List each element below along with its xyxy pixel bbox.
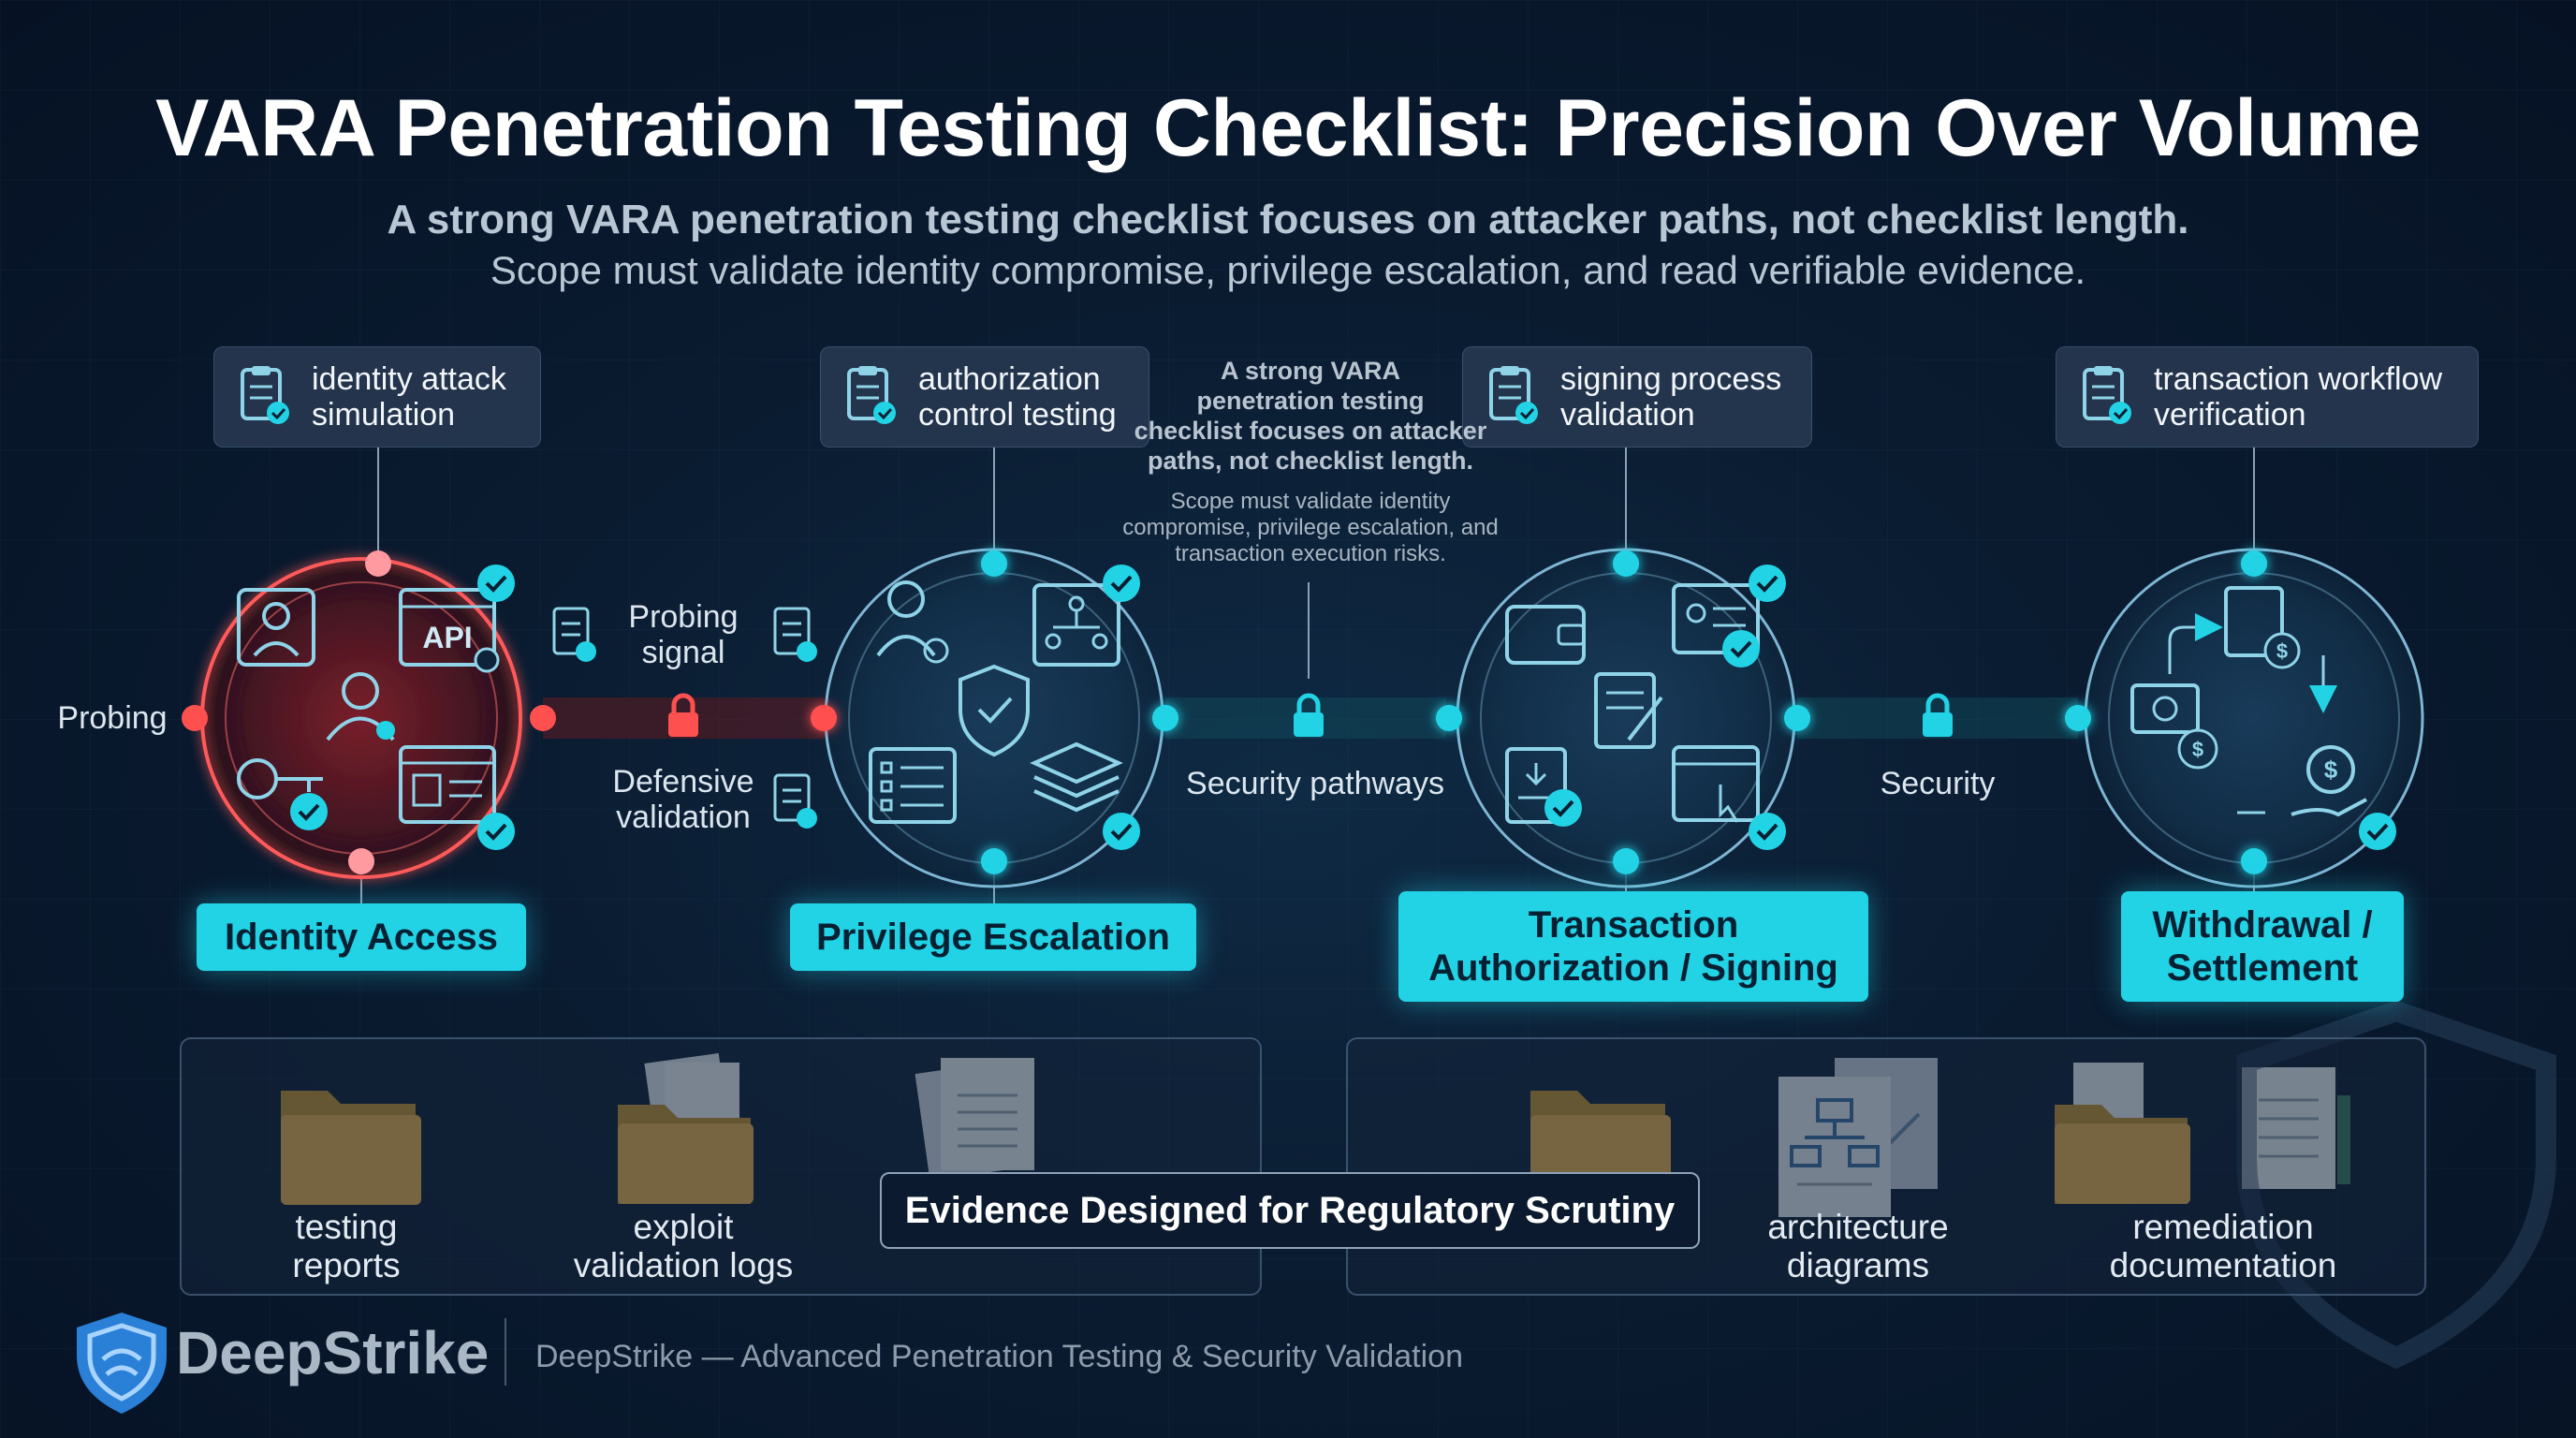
hand-coin-icon: $ (2291, 745, 2367, 817)
stage-label-privilege-escalation: Privilege Escalation (790, 903, 1196, 971)
check-badge-icon (1722, 630, 1760, 668)
check-badge-icon (477, 813, 515, 850)
evidence-label-exploit-validation-logs: exploit validation logs (573, 1208, 794, 1284)
api-icon: API (399, 588, 500, 673)
stage-label-withdrawal-settlement: Withdrawal / Settlement (2121, 891, 2404, 1002)
defensive-validation-label: Defensive validation (612, 764, 754, 835)
security-pathways-label: Security pathways (1186, 766, 1444, 801)
check-badge-icon (477, 565, 515, 602)
hierarchy-icon (1032, 583, 1120, 667)
footer-tagline: DeepStrike — Advanced Penetration Testin… (535, 1339, 1463, 1374)
key-icon (237, 758, 323, 800)
clipboard-check-icon (239, 364, 291, 431)
check-badge-icon (1749, 565, 1786, 602)
stage-circle-withdrawal-settlement: $ $ $ (2065, 548, 2424, 888)
svg-text:$: $ (2276, 639, 2288, 663)
callout-label: authorization control testing (918, 361, 1117, 433)
callout-transaction-workflow-verification: transaction workflow verification (2056, 346, 2479, 448)
cycle-arrows-icon (2168, 613, 2337, 814)
layers-icon (1030, 741, 1123, 813)
shield-check-icon (959, 664, 1030, 757)
signed-document-icon (1594, 672, 1663, 749)
evidence-label-remediation-documentation: remediation documentation (2109, 1208, 2337, 1284)
callout-label: signing process validation (1560, 361, 1782, 433)
security-label: Security (1880, 766, 1996, 801)
evidence-banner: Evidence Designed for Regulatory Scrutin… (880, 1172, 1700, 1249)
wallet-icon (1505, 605, 1586, 665)
click-window-icon (1672, 745, 1760, 823)
callout-label: transaction workflow verification (2154, 361, 2443, 433)
brand-name: DeepStrike (176, 1319, 490, 1387)
checklist-icon (869, 747, 957, 824)
check-badge-icon (1544, 789, 1582, 827)
svg-text:API: API (422, 621, 472, 654)
evidence-label-testing-reports: testing reports (292, 1208, 401, 1284)
stage-circle-identity-access: API (182, 550, 556, 879)
callout-label: identity attack simulation (312, 361, 506, 433)
user-check-icon (876, 580, 949, 664)
callout-identity-attack-simulation: identity attack simulation (213, 346, 541, 448)
evidence-panel-right (1346, 1037, 2426, 1296)
check-badge-icon (1749, 813, 1786, 850)
check-badge-icon (2359, 813, 2396, 850)
probing-label: Probing (57, 700, 168, 736)
clipboard-check-icon (845, 364, 898, 431)
user-card-icon (237, 588, 315, 667)
page-subtitle: Scope must validate identity compromise,… (490, 248, 2086, 292)
check-badge-icon (290, 793, 328, 830)
deepstrike-logo-icon (77, 1313, 167, 1414)
clipboard-check-icon (552, 607, 596, 662)
cash-stack-icon: $ (2130, 683, 2218, 770)
evidence-label-architecture-diagrams: architecture diagrams (1767, 1208, 1949, 1284)
page-title: VARA Penetration Testing Checklist: Prec… (155, 83, 2421, 173)
clipboard-check-icon (1487, 364, 1540, 431)
page-subtitle-bold: A strong VARA penetration testing checkl… (387, 197, 2189, 242)
callout-authorization-control-testing: authorization control testing (820, 346, 1149, 448)
svg-text:$: $ (2192, 738, 2203, 761)
clipboard-check-icon (773, 607, 817, 662)
clipboard-check-icon (773, 773, 817, 829)
evidence-panel-left (180, 1037, 1262, 1296)
svg-text:$: $ (2324, 756, 2338, 784)
clipboard-check-icon (2081, 364, 2133, 431)
stage-label-identity-access: Identity Access (197, 903, 526, 971)
money-document-icon: $ (2224, 586, 2301, 669)
probing-signal-label: Probing signal (628, 599, 739, 670)
callout-signing-process-validation: signing process validation (1462, 346, 1812, 448)
check-badge-icon (1103, 565, 1140, 602)
lock-icon (1294, 693, 1324, 737)
center-note-heading: A strong VARA penetration testing checkl… (1134, 357, 1487, 475)
user-check-icon (326, 672, 395, 741)
check-badge-icon (1103, 813, 1140, 850)
stage-circle-transaction-authorization (1436, 548, 1810, 888)
stage-circle-privilege-escalation (811, 548, 1178, 888)
id-card-icon (1672, 583, 1760, 654)
document-window-icon (399, 745, 496, 824)
lock-icon (1923, 693, 1953, 737)
stage-label-transaction-authorization: Transaction Authorization / Signing (1398, 891, 1868, 1002)
lock-icon (668, 693, 698, 737)
center-note-body: Scope must validate identity compromise,… (1122, 489, 1499, 566)
